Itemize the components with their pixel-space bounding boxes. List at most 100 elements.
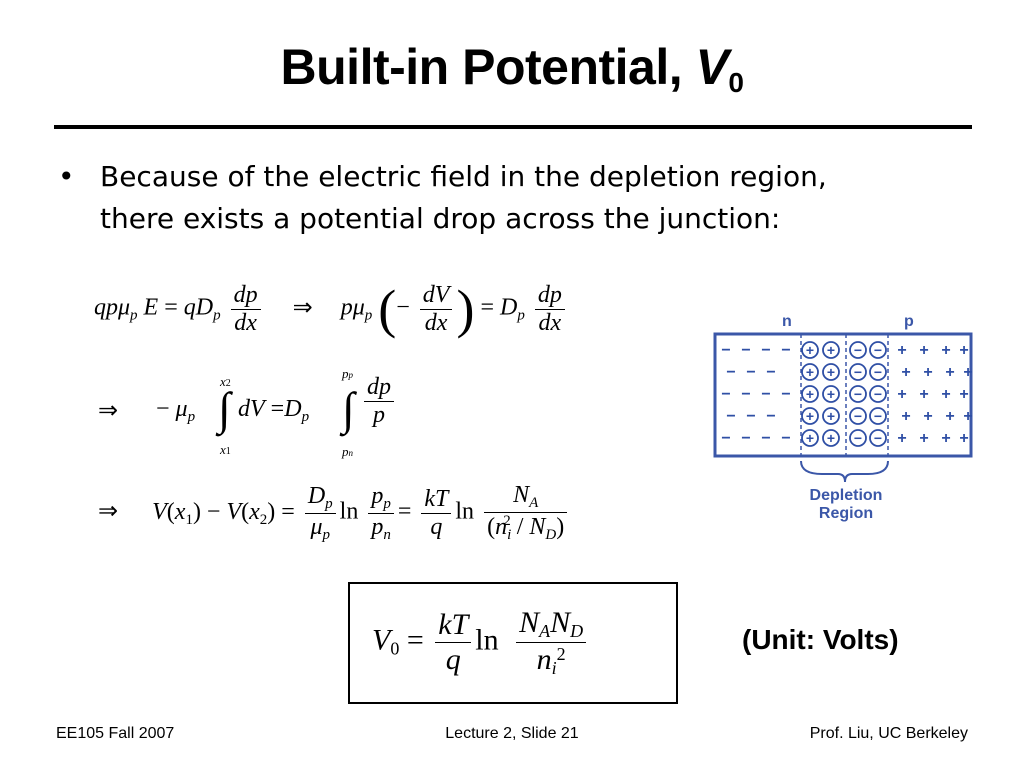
donor-ion-circle [801,341,819,359]
p-side-hole: + [897,342,906,359]
footer-right: Prof. Liu, UC Berkeley [809,725,968,742]
depletion-region-diagram: n p −−−−++−−++++−−−++−−++++−−−−++−−++++−… [713,313,973,522]
p-side-hole: + [945,364,954,381]
acceptor-ion: − [874,364,882,380]
depletion-label-2: Region [819,505,873,522]
n-side-electron: − [726,408,735,425]
unit-label: (Unit: Volts) [742,624,899,655]
acceptor-ion: − [854,408,862,424]
donor-ion-circle [801,363,819,381]
donor-ion-circle [822,363,840,381]
acceptor-ion-circle [869,363,887,381]
n-side-electron: − [741,386,750,403]
donor-ion-circle [822,385,840,403]
n-side-electron: − [726,364,735,381]
p-side-hole: + [919,386,928,403]
acceptor-ion: − [854,386,862,402]
p-side-hole: + [901,408,910,425]
donor-ion-circle [822,341,840,359]
n-side-electron: − [761,430,770,447]
acceptor-ion: − [874,386,882,402]
acceptor-ion-circle [849,429,867,447]
n-side-electron: − [761,342,770,359]
donor-ion: + [827,342,835,358]
donor-ion-circle [801,385,819,403]
p-side-hole: + [941,342,950,359]
p-side-hole: + [923,364,932,381]
p-side-hole: + [963,364,972,381]
donor-ion-circle [801,407,819,425]
p-side-hole: + [941,430,950,447]
acceptor-ion-circle [849,341,867,359]
acceptor-ion: − [854,364,862,380]
bullet-line-2: there exists a potential drop across the… [100,202,781,235]
donor-ion: + [806,364,814,380]
n-side-electron: − [721,430,730,447]
acceptor-ion-circle [869,341,887,359]
depletion-label-1: Depletion [810,487,883,504]
p-side-hole: + [963,408,972,425]
acceptor-ion: − [874,342,882,358]
donor-ion: + [806,386,814,402]
p-side-hole: + [919,430,928,447]
donor-ion: + [827,408,835,424]
donor-ion: + [827,386,835,402]
acceptor-ion-circle [849,385,867,403]
donor-ion-circle [822,429,840,447]
acceptor-ion: − [874,430,882,446]
footer-left: EE105 Fall 2007 [56,725,175,742]
footer-center: Lecture 2, Slide 21 [445,725,579,742]
n-side-electron: − [761,386,770,403]
donor-ion: + [827,364,835,380]
p-side-hole: + [959,386,968,403]
n-side-electron: − [766,364,775,381]
acceptor-ion: − [854,342,862,358]
n-side-electron: − [781,386,790,403]
p-side-hole: + [959,430,968,447]
acceptor-ion-circle [869,429,887,447]
p-side-hole: + [941,386,950,403]
acceptor-ion-circle [869,385,887,403]
n-side-electron: − [746,364,755,381]
junction-frame [713,332,973,458]
p-side-hole: + [923,408,932,425]
bullet-point: • Because of the electric field in the d… [58,156,958,240]
acceptor-ion-circle [869,407,887,425]
charge-symbols: −−−−++−−++++−−−++−−++++−−−−++−−++++−−−++… [721,341,973,447]
donor-ion: + [806,408,814,424]
acceptor-ion: − [854,430,862,446]
depletion-brace [800,460,889,483]
p-side-hole: + [897,386,906,403]
p-side-hole: + [919,342,928,359]
n-side-electron: − [781,342,790,359]
acceptor-ion: − [874,408,882,424]
n-label: n [782,313,792,330]
p-side-hole: + [897,430,906,447]
acceptor-ion-circle [849,363,867,381]
p-side-hole: + [901,364,910,381]
n-side-electron: − [766,408,775,425]
acceptor-ion-circle [849,407,867,425]
donor-ion-circle [822,407,840,425]
bullet-glyph: • [58,160,75,193]
p-side-hole: + [945,408,954,425]
n-side-electron: − [781,430,790,447]
title-rule [54,125,972,129]
donor-ion: + [827,430,835,446]
donor-ion-circle [801,429,819,447]
n-side-electron: − [746,408,755,425]
p-label: p [904,313,914,330]
donor-ion: + [806,430,814,446]
bullet-line-1: Because of the electric field in the dep… [100,160,827,193]
slide-title: Built-in Potential, V0 [280,39,744,98]
n-side-electron: − [721,386,730,403]
p-side-hole: + [959,342,968,359]
n-side-electron: − [721,342,730,359]
donor-ion: + [806,342,814,358]
n-side-electron: − [741,430,750,447]
